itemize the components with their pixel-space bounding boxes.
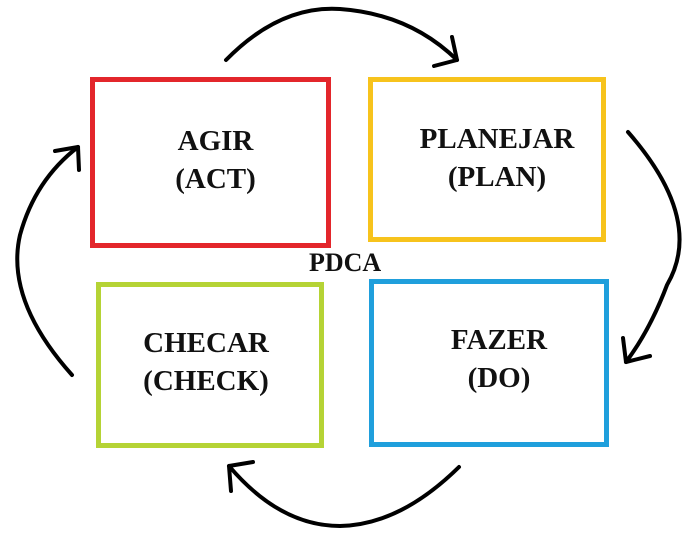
- arrow-bottom-icon: [227, 460, 461, 528]
- pdca-center-label: PDCA: [309, 248, 382, 277]
- arrow-top-icon: [224, 6, 459, 68]
- act-title: AGIR: [177, 124, 254, 157]
- plan-subtitle: (PLAN): [447, 160, 547, 193]
- do-subtitle: (DO): [467, 362, 531, 394]
- act-box: AGIR (ACT): [90, 77, 331, 248]
- check-title: CHECAR: [143, 327, 269, 359]
- plan-title: PLANEJAR: [419, 122, 575, 155]
- check-subtitle: (CHECK): [143, 365, 269, 397]
- act-subtitle: (ACT): [175, 162, 256, 195]
- do-box: FAZER (DO): [369, 279, 609, 447]
- arrow-left-icon: [15, 145, 81, 377]
- arrow-right-icon: [621, 130, 682, 364]
- do-title: FAZER: [450, 324, 548, 356]
- plan-box: PLANEJAR (PLAN): [368, 77, 606, 242]
- check-box: CHECAR (CHECK): [96, 282, 324, 448]
